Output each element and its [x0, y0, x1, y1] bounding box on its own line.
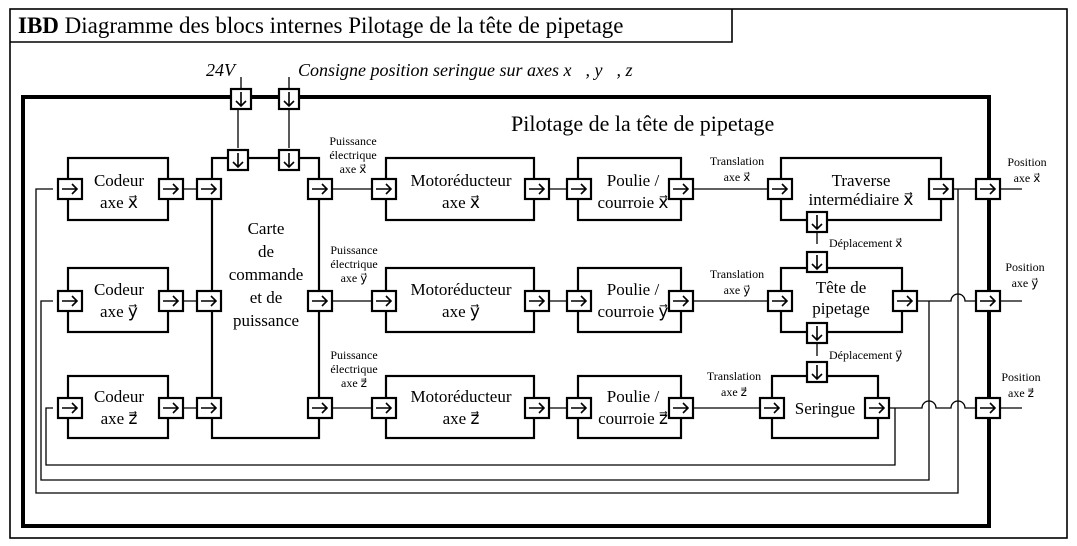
pulley-y-block: [576, 266, 683, 334]
label-flows-translation_z-1: axe z⃗: [721, 385, 747, 399]
frame-title: IBD Diagramme des blocs internes Pilotag…: [18, 13, 623, 38]
input-24v-label: 24V: [206, 60, 237, 80]
label-blocks-motor_y-0: Motoréducteur: [410, 280, 511, 299]
traverse-block: [779, 156, 943, 222]
motor-z-block: [384, 374, 536, 440]
label-blocks-pulley_y-1: courroie y⃗: [598, 302, 669, 321]
diagram-label: Position axe z⃗: [1001, 370, 1040, 400]
label-blocks-motor_z-1: axe z⃗: [443, 409, 480, 428]
label-blocks-motor_y-1: axe y⃗: [442, 302, 480, 321]
label-flows-power_z-1: électrique: [330, 362, 377, 376]
label-frame-title_bold: IBD: [18, 13, 59, 38]
connector-lines: [35, 188, 1022, 494]
label-blocks-coder_y-1: axe y⃗: [100, 302, 138, 321]
diagram-label: Codeur axe z⃗: [94, 387, 144, 428]
label-flows-position_y-0: Position: [1005, 260, 1044, 274]
label-flows-position_y-1: axe y⃗: [1012, 276, 1039, 290]
flow-ports: [56, 87, 1002, 420]
label-blocks-controller-3: et de: [250, 288, 283, 307]
diagram-label: Motoréducteur axe x⃗: [410, 171, 511, 212]
label-flows-translation_x-0: Translation: [710, 154, 764, 168]
label-blocks-controller-1: de: [258, 242, 274, 261]
label-flows-power_x-2: axe x⃗: [340, 162, 367, 176]
label-blocks-motor_x-1: axe x⃗: [442, 193, 480, 212]
label-flows-position_x-0: Position: [1007, 155, 1046, 169]
frame-title-box: [10, 9, 733, 43]
diagram-label: Translation axe y⃗: [710, 267, 764, 297]
label-blocks-motor_x-0: Motoréducteur: [410, 171, 511, 190]
label-blocks-coder_x-0: Codeur: [94, 171, 144, 190]
diagram-label: Tête de pipetage: [812, 278, 870, 318]
label-flows-translation_z-0: Translation: [707, 369, 761, 383]
diagram-label: Translation axe z⃗: [707, 369, 761, 399]
system-title: Pilotage de la tête de pipetage: [511, 111, 774, 136]
label-blocks-pulley_x-0: Poulie /: [607, 171, 660, 190]
coder-z-block: [66, 374, 170, 440]
label-blocks-controller-0: Carte: [248, 219, 285, 238]
label-flows-power_z-0: Puissance: [330, 348, 377, 362]
label-flows-translation_y-0: Translation: [710, 267, 764, 281]
diagram-label: Codeur axe y⃗: [94, 280, 144, 321]
diagram-label: Poulie / courroie z⃗: [598, 387, 668, 428]
label-flows-translation_y-1: axe y⃗: [724, 283, 751, 297]
label-blocks-head-0: Tête de: [816, 278, 867, 297]
label-blocks-syringe-0: Seringue: [795, 399, 855, 418]
label-blocks-pulley_z-1: courroie z⃗: [598, 409, 668, 428]
coder-x-block: [66, 156, 170, 222]
label-blocks-coder_y-0: Codeur: [94, 280, 144, 299]
label-blocks-controller-4: puissance: [233, 311, 299, 330]
diagram-label: Motoréducteur axe y⃗: [410, 280, 511, 321]
label-blocks-motor_z-0: Motoréducteur: [410, 387, 511, 406]
diagram-label: Translation axe x⃗: [710, 154, 764, 184]
label-blocks-pulley_y-0: Poulie /: [607, 280, 660, 299]
label-flows-power_y-2: axe y⃗: [341, 271, 368, 285]
label-blocks-traverse-1: intermédiaire x⃗: [809, 190, 914, 209]
syringe-block: [770, 374, 880, 440]
pulley-z-block: [576, 374, 683, 440]
label-blocks-traverse-0: Traverse: [832, 171, 891, 190]
motor-y-block: [384, 266, 536, 334]
diagram-label: Position axe x⃗: [1007, 155, 1046, 185]
displacement-x-label: Déplacement x⃗: [829, 236, 902, 250]
label-flows-position_z-1: axe z⃗: [1008, 386, 1034, 400]
label-blocks-pulley_x-1: courroie x⃗: [598, 193, 669, 212]
label-flows-power_y-0: Puissance: [330, 243, 377, 257]
input-setpoint-label: Consigne position seringue sur axes x⃗, …: [298, 60, 646, 80]
label-flows-position_z-0: Position: [1001, 370, 1040, 384]
label-blocks-coder_z-1: axe z⃗: [101, 409, 138, 428]
head-block: [779, 266, 904, 334]
diagram-label: Position axe y⃗: [1005, 260, 1044, 290]
label-blocks-pulley_z-0: Poulie /: [607, 387, 660, 406]
diagram-label: Motoréducteur axe z⃗: [410, 387, 511, 428]
label-blocks-controller-2: commande: [229, 265, 304, 284]
label-flows-position_x-1: axe x⃗: [1014, 171, 1041, 185]
diagram-label: Carte de commande et de puissance: [229, 219, 304, 330]
frame-border: [9, 8, 1068, 539]
diagram-label: Poulie / courroie y⃗: [598, 280, 669, 321]
label-flows-power_x-1: électrique: [329, 148, 376, 162]
label-blocks-coder_z-0: Codeur: [94, 387, 144, 406]
label-flows-power_z-2: axe z⃗: [341, 376, 367, 390]
label-flows-power_x-0: Puissance: [329, 134, 376, 148]
label-blocks-head-1: pipetage: [812, 299, 870, 318]
displacement-y-label: Déplacement y⃗: [829, 348, 902, 362]
label-flows-translation_x-1: axe x⃗: [724, 170, 751, 184]
label-blocks-coder_x-1: axe x⃗: [100, 193, 138, 212]
label-flows-power_y-1: électrique: [330, 257, 377, 271]
diagram-label: Poulie / courroie x⃗: [598, 171, 669, 212]
diagram-label: Codeur axe x⃗: [94, 171, 144, 212]
label-frame-title_rest: Diagramme des blocs internes Pilotage de…: [59, 13, 624, 38]
